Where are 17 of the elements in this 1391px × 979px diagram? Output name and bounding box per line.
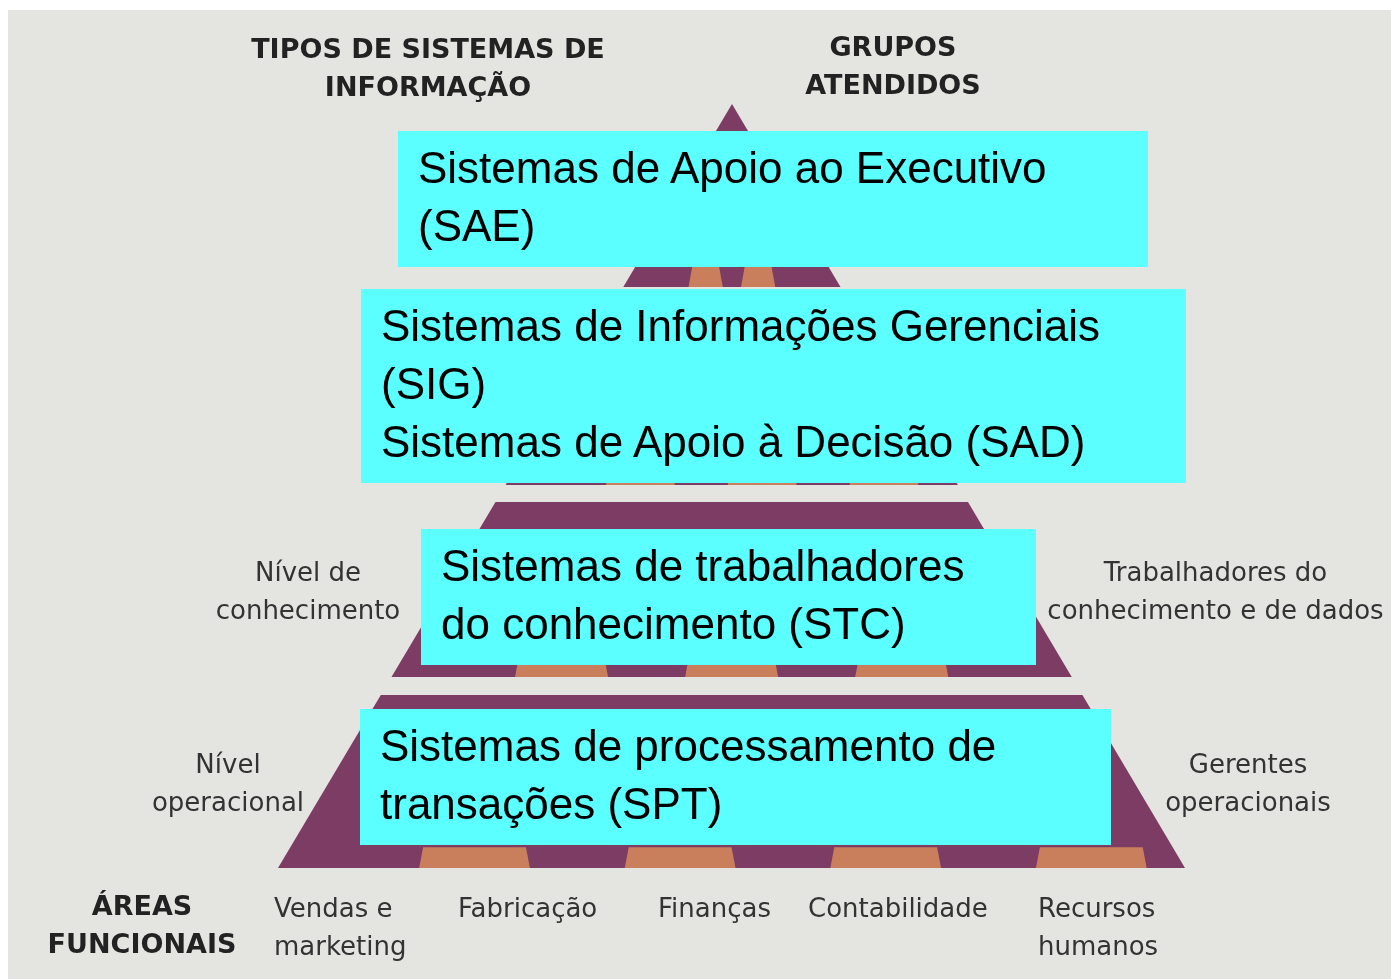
area-label: Recursos humanos	[1038, 892, 1160, 963]
row-heading: ÁREAS FUNCIONAIS	[46, 889, 238, 961]
area-label: Finanças	[658, 892, 772, 925]
system-type-text: Sistemas de Apoio ao Executivo (SAE)	[418, 142, 1048, 252]
group-label: Trabalhadores do conhecimento e de dados	[1046, 556, 1385, 627]
level-label: Nível de conhecimento	[214, 556, 402, 627]
system-type-text: Sistemas de processamento de transações (SPT)	[380, 720, 998, 830]
group-label: Gerentes operacionais	[1164, 748, 1332, 819]
level-label: Nível operacional	[150, 748, 306, 819]
area-label: Contabilidade	[808, 892, 989, 925]
system-type-text: Sistemas de Apoio à Decisão (SAD)	[381, 416, 1087, 468]
area-label: Vendas e marketing	[274, 892, 408, 963]
system-type-text: Sistemas de trabalhadores do conhecimento (STC)	[441, 540, 966, 650]
column-heading: GRUPOS ATENDIDOS	[804, 30, 982, 102]
area-label: Fabricação	[458, 892, 599, 925]
system-type-text: Sistemas de Informações Gerenciais (SIG)	[381, 300, 1101, 410]
column-heading: TIPOS DE SISTEMAS DE INFORMAÇÃO	[250, 32, 606, 104]
